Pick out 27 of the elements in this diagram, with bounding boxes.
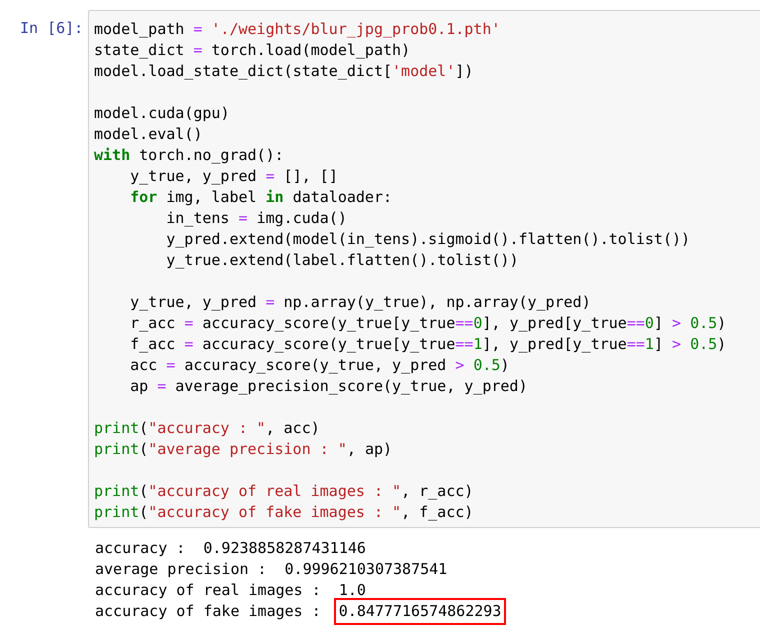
code-line: model_path = './weights/blur_jpg_prob0.1.pth' <box>94 20 500 38</box>
output-line: accuracy of real images : 1.0 <box>95 580 366 601</box>
code-line: acc = accuracy_score(y_true, y_pred > 0.5) <box>129 356 510 374</box>
code-line: print("accuracy of real images : ", r_acc) <box>94 482 474 500</box>
code-line: print("accuracy of fake images : ", f_acc) <box>94 503 474 521</box>
code-line: model.eval() <box>94 125 202 143</box>
code-line: f_acc = accuracy_score(y_true[y_true==1], y_pred[y_true==1] > 0.5) <box>129 335 726 353</box>
output-line: average precision : 0.9996210307387541 <box>95 559 448 580</box>
output-line: accuracy of fake images : <box>95 601 321 622</box>
output-line: accuracy : 0.9238858287431146 <box>95 538 366 559</box>
code-line: with torch.no_grad(): <box>94 146 284 164</box>
code-line: y_true.extend(label.flatten().tolist()) <box>165 251 518 269</box>
code-line: r_acc = accuracy_score(y_true[y_true==0], y_pred[y_true==0] > 0.5) <box>129 314 726 332</box>
code-line: for img, label in dataloader: <box>129 188 392 206</box>
code-line: print("average precision : ", ap) <box>94 440 392 458</box>
code-line: state_dict = torch.load(model_path) <box>94 41 410 59</box>
code-line: model.load_state_dict(state_dict['model']) <box>94 62 474 80</box>
code-line: y_true, y_pred = np.array(y_true), np.array(y_pred) <box>129 293 591 311</box>
code-line: print("accuracy : ", acc) <box>94 419 320 437</box>
input-prompt: In [6]: <box>20 18 84 39</box>
code-cell <box>88 10 760 528</box>
highlight-box: 0.8477716574862293 <box>334 598 506 625</box>
code-line: model.cuda(gpu) <box>94 104 230 122</box>
code-line: y_pred.extend(model(in_tens).sigmoid().flatten().tolist()) <box>165 230 690 248</box>
code-line: ap = average_precision_score(y_true, y_pred) <box>129 377 528 395</box>
code-line: y_true, y_pred = [], [] <box>129 167 338 185</box>
code-line: in_tens = img.cuda() <box>165 209 347 227</box>
